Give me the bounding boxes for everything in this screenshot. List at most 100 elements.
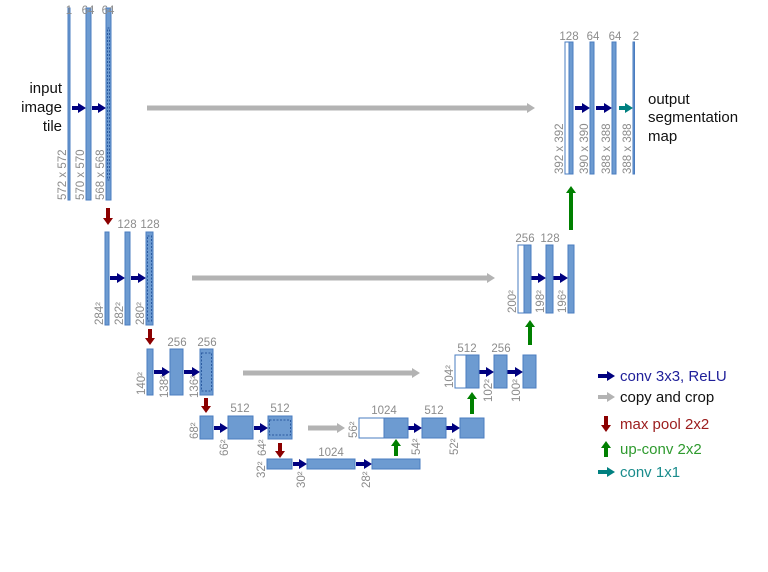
conv-arrow-head	[260, 423, 268, 433]
channel-count-label: 256	[167, 337, 186, 349]
labels: 1 64 64 572 x 572 570 x 570 568 x 568 128 128 28…	[57, 5, 639, 488]
legend-label: conv 1x1	[620, 464, 680, 481]
feature-map	[589, 41, 595, 175]
feature-map	[104, 231, 110, 326]
crop-region	[269, 419, 291, 436]
feature-map	[611, 41, 617, 175]
copy-crop-arrow-head	[487, 273, 495, 283]
feature-map	[105, 7, 112, 201]
channel-count-label: 512	[270, 403, 289, 415]
conv-arrow-head	[299, 459, 307, 469]
resolution-label: 390 x 390	[579, 123, 591, 174]
legend-arrow-down-icon-head	[601, 425, 611, 432]
resolution-label: 570 x 570	[75, 149, 87, 200]
conv-arrow-head	[538, 273, 546, 283]
resolution-label: 32²	[256, 461, 268, 478]
channel-count-label: 512	[230, 403, 249, 415]
conv-arrow-head	[220, 423, 228, 433]
channel-count-label: 64	[587, 31, 600, 43]
resolution-label: 392 x 392	[554, 123, 566, 174]
channel-count-label: 1024	[371, 405, 397, 417]
feature-map	[67, 7, 71, 201]
feature-map	[493, 354, 508, 389]
feature-map	[371, 458, 421, 470]
conv-arrow-head	[78, 103, 86, 113]
legend-arrow-right-icon-head	[607, 371, 615, 381]
feature-map	[146, 348, 154, 396]
conv-arrow-head	[192, 367, 200, 377]
feature-map	[459, 417, 485, 439]
resolution-label: 198²	[535, 290, 547, 313]
legend-item: max pool 2x2	[601, 416, 709, 433]
resolution-label: 200²	[507, 290, 519, 313]
resolution-label: 282²	[114, 302, 126, 325]
legend-arrow-up-icon-head	[601, 441, 611, 448]
resolution-label: 68²	[189, 422, 201, 439]
copied-feature-map	[454, 354, 467, 389]
conv-arrow-head	[560, 273, 568, 283]
legend-arrow-right-icon-head	[607, 392, 615, 402]
resolution-label: 196²	[557, 290, 569, 313]
conv-arrow-head	[162, 367, 170, 377]
legend-arrow-right-icon-head	[607, 467, 615, 477]
conv-arrow-head	[582, 103, 590, 113]
conv-arrow-head	[117, 273, 125, 283]
conv-arrow-head	[364, 459, 372, 469]
copy-crop-arrow-head	[527, 103, 535, 113]
output-caption: output segmentation map	[648, 91, 738, 145]
feature-map	[567, 244, 575, 314]
crop-region	[201, 352, 212, 392]
output-caption-line: map	[648, 128, 677, 145]
conv-arrow-head	[138, 273, 146, 283]
resolution-label: 54²	[411, 438, 423, 455]
resolution-label: 102²	[483, 379, 495, 402]
feature-map	[568, 41, 574, 175]
legend-item: conv 3x3, ReLU	[598, 368, 727, 385]
channel-count-label: 128	[117, 219, 136, 231]
input-caption-line: image	[21, 99, 62, 116]
resolution-label: 568 x 568	[95, 149, 107, 200]
output-caption-line: output	[648, 91, 691, 108]
channel-count-label: 128	[559, 31, 578, 43]
input-caption: input image tile	[21, 80, 63, 135]
channel-count-label: 1	[66, 5, 72, 17]
arrows	[72, 103, 633, 469]
feature-map	[85, 7, 92, 201]
feature-map	[383, 417, 409, 439]
upconv-arrow-head	[467, 392, 477, 399]
feature-map	[145, 231, 154, 326]
feature-map	[465, 354, 480, 389]
resolution-label: 30²	[296, 471, 308, 488]
maxpool-arrow-head	[275, 451, 285, 458]
legend-label: conv 3x3, ReLU	[620, 368, 727, 385]
feature-map	[522, 354, 537, 389]
maxpool-arrow-head	[103, 218, 113, 225]
input-caption-line: input	[29, 80, 62, 97]
input-caption-line: tile	[43, 118, 62, 135]
legend-item: copy and crop	[598, 389, 714, 406]
legend-label: up-conv 2x2	[620, 441, 702, 458]
feature-map	[199, 415, 214, 440]
feature-map	[124, 231, 131, 326]
conv-arrow-head	[604, 103, 612, 113]
channel-count-label: 512	[457, 343, 476, 355]
resolution-label: 64²	[257, 439, 269, 456]
feature-map	[267, 415, 293, 440]
legend-item: up-conv 2x2	[601, 441, 702, 458]
legend: conv 3x3, ReLU copy and crop max pool 2x2 u…	[598, 368, 727, 481]
copy-crop-arrow-head	[337, 423, 345, 433]
feature-map	[421, 417, 447, 439]
resolution-label: 56²	[348, 421, 360, 438]
resolution-label: 52²	[449, 438, 461, 455]
copied-feature-map	[358, 417, 385, 439]
crop-region	[147, 235, 152, 322]
feature-map	[227, 415, 254, 440]
resolution-label: 572 x 572	[57, 149, 69, 200]
feature-maps	[67, 7, 635, 470]
resolution-label: 284²	[94, 302, 106, 325]
resolution-label: 388 x 388	[601, 123, 613, 174]
channel-count-label: 256	[197, 337, 216, 349]
channel-count-label: 64	[102, 5, 115, 17]
feature-map	[306, 458, 356, 470]
